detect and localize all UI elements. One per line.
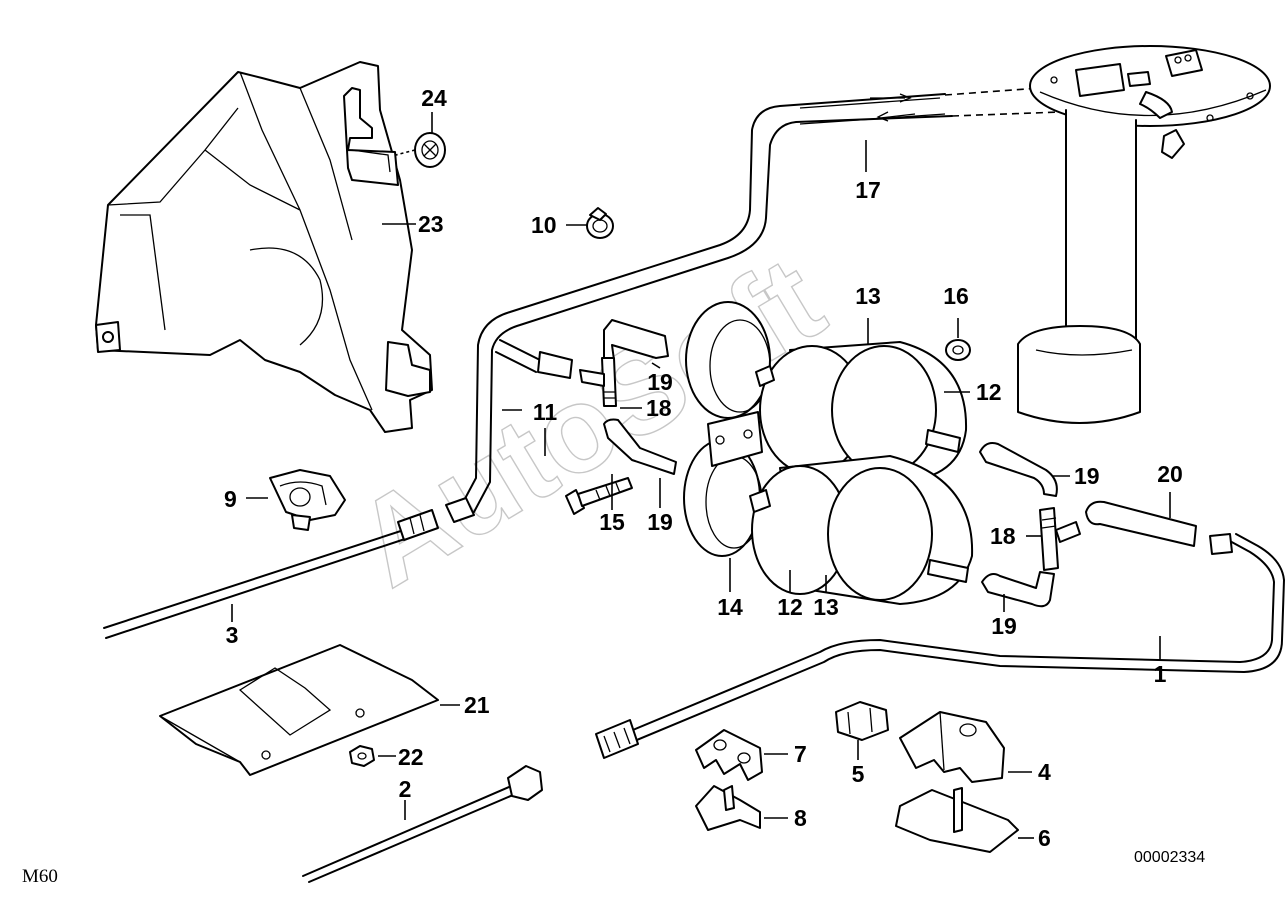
callout-17: 17 [855, 177, 881, 203]
heat-shield-23 [95, 61, 433, 433]
hose-19-lower-right [981, 571, 1055, 608]
callout-10: 10 [531, 212, 557, 238]
callout-3: 3 [226, 622, 239, 648]
callout-19-upper-right: 19 [1074, 463, 1100, 489]
bracket-plate-21 [159, 644, 439, 776]
grommet-24 [391, 132, 446, 168]
tray-6 [895, 787, 1019, 853]
callout-1: 1 [1154, 661, 1167, 687]
callout-24: 24 [421, 85, 447, 111]
callout-22: 22 [398, 744, 424, 770]
callout-7: 7 [794, 741, 807, 767]
callout-14: 14 [717, 594, 743, 620]
return-pipe-17 [495, 87, 1061, 379]
clip-9 [269, 469, 346, 531]
callout-2: 2 [399, 776, 412, 802]
callout-13-upper: 13 [855, 283, 881, 309]
callout-18-left: 18 [646, 395, 672, 421]
hose-20 [1085, 500, 1197, 547]
callout-12-upper: 12 [976, 379, 1002, 405]
washer-16 [945, 339, 971, 361]
callout-11: 11 [533, 399, 558, 425]
callout-16: 16 [943, 283, 969, 309]
tee-connector-18-right [1039, 507, 1081, 571]
fuel-filter-12-upper [755, 341, 968, 483]
nut-22 [349, 745, 375, 767]
fuel-line-1 [595, 533, 1285, 759]
callout-21: 21 [464, 692, 490, 718]
hose-19-upper-right [979, 442, 1058, 497]
callout-19-lower-right: 19 [991, 613, 1017, 639]
callout-20: 20 [1157, 461, 1183, 487]
callout-8: 8 [794, 805, 807, 831]
model-code-label: M60 [22, 866, 58, 887]
leader-lines [231, 112, 1171, 839]
callout-6: 6 [1038, 825, 1051, 851]
clip-8 [695, 785, 761, 831]
fuel-pipe-11 [445, 93, 953, 523]
rod-2 [302, 765, 543, 883]
callouts: 24 23 10 9 3 21 22 2 11 15 18 19 19 14 1… [224, 85, 1183, 851]
callout-23: 23 [418, 211, 444, 237]
callout-5: 5 [852, 761, 865, 787]
clamp-7 [695, 729, 763, 781]
callout-12-lower: 12 [777, 594, 803, 620]
callout-4: 4 [1038, 759, 1051, 785]
callout-19-lower-left: 19 [647, 509, 673, 535]
fuel-tank-pump [1017, 45, 1271, 424]
hose-19-lower-left [603, 418, 677, 475]
callout-18-right: 18 [990, 523, 1016, 549]
tee-connector-18-left [579, 357, 617, 407]
fuel-line-3 [103, 509, 439, 639]
callout-15: 15 [599, 509, 625, 535]
callout-13-lower: 13 [813, 594, 839, 620]
callout-19-upper-left: 19 [647, 369, 673, 395]
drawing-number-label: 00002334 [1134, 849, 1205, 866]
bracket-14 [683, 301, 771, 557]
holder-4 [899, 711, 1005, 783]
hose-clamp-10 [586, 207, 614, 239]
grommet-5 [835, 701, 889, 741]
callout-9: 9 [224, 486, 237, 512]
fuel-filter-12-lower [749, 455, 974, 605]
